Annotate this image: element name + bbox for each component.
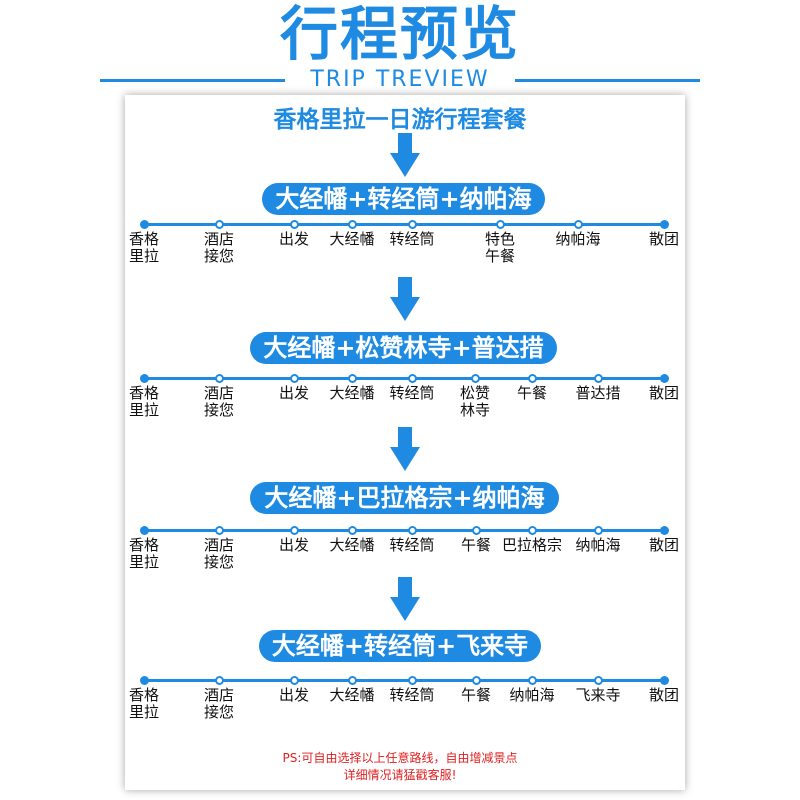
stop-marker <box>347 374 357 383</box>
stop-label: 特色 午餐 <box>484 230 516 265</box>
stop-label: 转经筒 <box>389 384 435 402</box>
stop-label: 大经幡 <box>329 686 375 704</box>
route-line <box>144 377 664 380</box>
stop-label: 大经幡 <box>329 230 375 248</box>
stop-marker <box>573 220 583 229</box>
stop-label: 香格 里拉 <box>128 230 160 265</box>
stop-marker <box>527 526 537 535</box>
stop-label: 散团 <box>648 230 680 248</box>
down-arrow-icon <box>390 133 420 177</box>
stop-label: 香格 里拉 <box>128 536 160 571</box>
package-title: 香格里拉一日游行程套餐 <box>273 107 527 133</box>
stop-label: 酒店 接您 <box>203 384 235 419</box>
stop-marker <box>347 526 357 535</box>
route-banner: 大经幡+转经筒+飞来寺 <box>259 630 541 662</box>
stop-marker <box>659 676 669 685</box>
down-arrow-icon <box>390 277 420 321</box>
stop-marker <box>289 374 299 383</box>
route-banner: 大经幡+转经筒+纳帕海 <box>262 183 545 215</box>
stop-label: 纳帕海 <box>509 686 555 704</box>
stop-marker <box>139 374 149 383</box>
stop-marker <box>593 374 603 383</box>
stop-marker <box>214 374 224 383</box>
stop-marker <box>470 374 480 383</box>
stop-marker <box>289 220 299 229</box>
stop-marker <box>471 526 481 535</box>
stop-label: 出发 <box>278 384 310 402</box>
note-line-2: 详细情况请猛戳客服! <box>343 768 457 782</box>
stop-marker <box>347 220 357 229</box>
stop-marker <box>593 526 603 535</box>
stop-label: 松赞 林寺 <box>459 384 491 419</box>
stop-marker <box>495 220 505 229</box>
stop-marker <box>289 676 299 685</box>
stop-label: 酒店 接您 <box>203 536 235 571</box>
down-arrow-icon <box>390 427 420 471</box>
route-line <box>144 679 664 682</box>
route-line <box>144 529 664 532</box>
stop-label: 转经筒 <box>389 686 435 704</box>
stop-label: 纳帕海 <box>575 536 621 554</box>
stop-label: 飞来寺 <box>575 686 621 704</box>
stop-label: 大经幡 <box>329 384 375 402</box>
page-title: 行程预览 <box>279 0 520 68</box>
route-banner: 大经幡+松赞林寺+普达措 <box>250 332 557 364</box>
note-line-1: PS:可自由选择以上任意路线，自由增减景点 <box>282 751 518 765</box>
stop-marker <box>214 526 224 535</box>
stop-marker <box>593 676 603 685</box>
stop-label: 纳帕海 <box>555 230 601 248</box>
stop-marker <box>659 220 669 229</box>
stop-marker <box>347 676 357 685</box>
stop-label: 午餐 <box>460 686 492 704</box>
stop-label: 散团 <box>648 686 680 704</box>
stop-label: 香格 里拉 <box>128 686 160 721</box>
stop-marker <box>471 676 481 685</box>
stop-label: 午餐 <box>460 536 492 554</box>
stop-marker <box>214 676 224 685</box>
stop-marker <box>527 374 537 383</box>
stop-label: 转经筒 <box>389 536 435 554</box>
stop-marker <box>659 374 669 383</box>
stop-label: 大经幡 <box>329 536 375 554</box>
stop-label: 巴拉格宗 <box>501 536 563 554</box>
stop-label: 香格 里拉 <box>128 384 160 419</box>
stop-marker <box>139 676 149 685</box>
down-arrow-icon <box>390 577 420 621</box>
stop-marker <box>407 526 417 535</box>
stop-marker <box>407 676 417 685</box>
stop-label: 酒店 接您 <box>203 686 235 721</box>
stop-label: 散团 <box>648 384 680 402</box>
stop-marker <box>407 220 417 229</box>
stop-marker <box>139 526 149 535</box>
stop-marker <box>289 526 299 535</box>
stop-label: 酒店 接您 <box>203 230 235 265</box>
stop-label: 午餐 <box>516 384 548 402</box>
stop-marker <box>659 526 669 535</box>
stop-marker <box>214 220 224 229</box>
stop-label: 散团 <box>648 536 680 554</box>
route-banner: 大经幡+巴拉格宗+纳帕海 <box>250 482 559 514</box>
stop-marker <box>527 676 537 685</box>
note: PS:可自由选择以上任意路线，自由增减景点 详细情况请猛戳客服! <box>0 750 800 784</box>
route-line <box>144 223 664 226</box>
stop-label: 出发 <box>278 230 310 248</box>
page-subtitle: TRIP TREVIEW <box>285 68 515 92</box>
stop-label: 出发 <box>278 686 310 704</box>
stop-label: 出发 <box>278 536 310 554</box>
stop-marker <box>139 220 149 229</box>
stop-marker <box>407 374 417 383</box>
stop-label: 转经筒 <box>389 230 435 248</box>
stop-label: 普达措 <box>575 384 621 402</box>
